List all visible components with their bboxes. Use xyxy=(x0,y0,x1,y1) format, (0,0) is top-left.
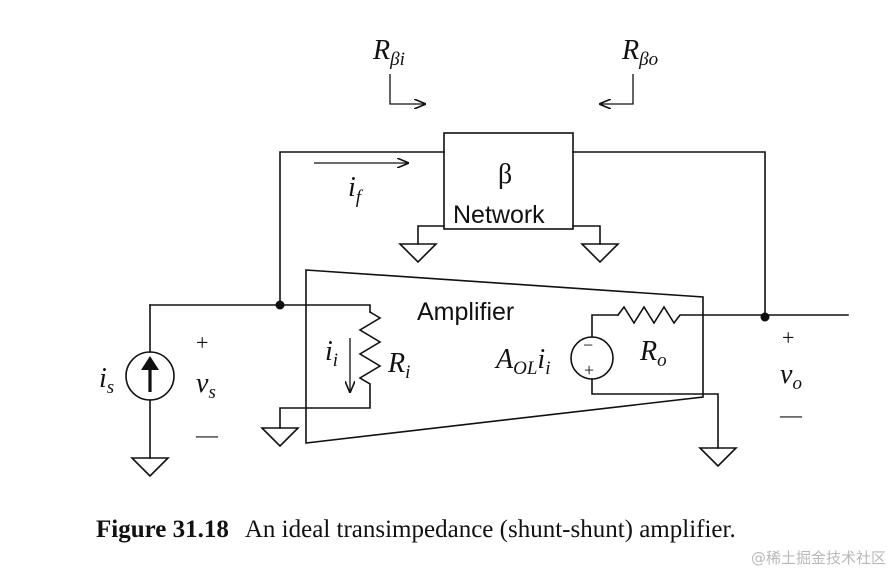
output-node-dot xyxy=(760,312,770,322)
figure-caption: Figure 31.18 An ideal transimpedance (shu… xyxy=(96,516,736,544)
label-ro: Ro xyxy=(639,336,667,371)
dep-source-minus: − xyxy=(583,335,593,355)
vo-plus: + xyxy=(782,325,794,350)
network-label: Network xyxy=(453,201,545,229)
dep-source-bottom-wire xyxy=(591,378,719,449)
amp-output-ground xyxy=(698,447,738,468)
network-ground-right xyxy=(572,225,620,264)
input-wire xyxy=(149,304,371,313)
watermark: @稀土掘金技术社区 xyxy=(750,549,886,567)
label-ii: ii xyxy=(325,336,338,371)
figure-caption-text: An ideal transimpedance (shunt-shunt) am… xyxy=(244,516,736,543)
dep-source-plus: + xyxy=(584,360,594,380)
label-r-beta-i: Rβi xyxy=(372,35,405,70)
vs-minus: — xyxy=(195,422,219,447)
label-vo: vo xyxy=(780,359,802,394)
r-beta-o-arrow xyxy=(600,74,634,104)
input-node-dot xyxy=(275,300,285,310)
label-is: is xyxy=(99,363,114,398)
source-ground xyxy=(130,457,170,478)
beta-network-box xyxy=(443,132,574,230)
label-r-beta-o: Rβo xyxy=(621,35,658,70)
network-ground-left xyxy=(398,225,445,264)
figure-number: Figure 31.18 xyxy=(96,516,229,543)
amplifier-label: Amplifier xyxy=(417,298,514,326)
ri-resistor xyxy=(279,310,382,429)
ro-resistor xyxy=(616,305,849,325)
label-if: if xyxy=(348,172,364,208)
amplifier-block xyxy=(305,269,704,444)
feedback-wire-left xyxy=(279,151,445,306)
dep-source-top-wire xyxy=(591,314,619,338)
amp-input-ground xyxy=(260,427,300,448)
current-source-is xyxy=(125,351,175,401)
label-vs: vs xyxy=(196,368,216,403)
vs-plus: + xyxy=(196,330,208,355)
r-beta-i-arrow xyxy=(389,74,425,104)
feedback-wire-right xyxy=(572,151,766,318)
label-ri: Ri xyxy=(387,348,410,383)
label-aol-ii: AOLii xyxy=(494,344,550,379)
current-source-arrowhead xyxy=(141,356,159,370)
vo-minus: — xyxy=(779,402,803,427)
beta-symbol: β xyxy=(498,159,512,190)
